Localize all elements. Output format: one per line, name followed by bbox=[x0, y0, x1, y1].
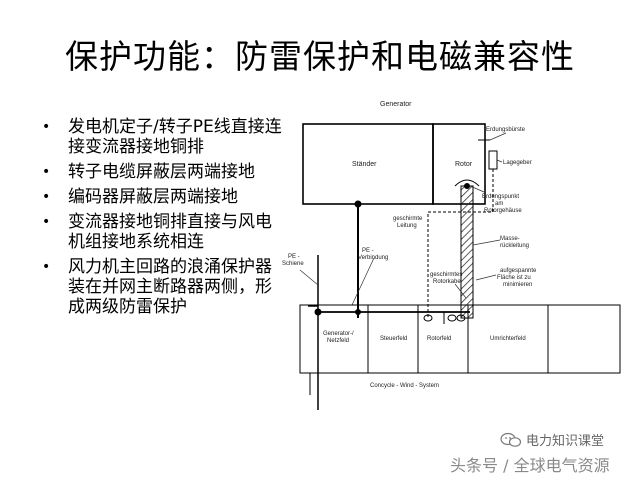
label-pe-schiene-1: PE - bbox=[288, 254, 300, 260]
label-pe-verbindung-2: Verbindung bbox=[358, 255, 388, 261]
rotor-shaft bbox=[460, 185, 474, 319]
bullet-item: • 转子电缆屏蔽层两端接地 bbox=[42, 162, 282, 182]
label-erdungspunkt-3: Rotorgehäuse bbox=[484, 208, 522, 214]
label-flaeche-1: aufgespannte bbox=[500, 268, 537, 274]
label-steuerfeld: Steuerfeld bbox=[380, 336, 407, 342]
pe-schiene-leader bbox=[299, 269, 319, 286]
label-rotorkabel-1: geschirmtes bbox=[430, 272, 462, 278]
watermark: 电力知识课堂 头条号 / 全球电气资源 bbox=[450, 430, 640, 480]
label-lagegeber: Lagegeber bbox=[503, 160, 532, 166]
bullet-item: • 编码器屏蔽层两端接地 bbox=[42, 187, 282, 207]
bullet-list: • 发电机定子/转子PE线直接连接变流器接地铜排 • 转子电缆屏蔽层两端接地 • 编码… bbox=[42, 117, 282, 322]
brush-leader bbox=[489, 132, 507, 141]
bullet-item: • 发电机定子/转子PE线直接连接变流器接地铜排 bbox=[42, 117, 282, 157]
label-erdungspunkt-2: am bbox=[495, 201, 503, 207]
wechat-logo-icon bbox=[500, 432, 522, 447]
bullet-dot-icon: • bbox=[42, 119, 51, 135]
label-geschirmte-1: geschirmte bbox=[393, 216, 423, 222]
label-generator: Generator bbox=[380, 101, 412, 108]
label-staender: Ständer bbox=[352, 161, 377, 168]
shielded-line bbox=[427, 169, 494, 318]
bullet-item: • 风力机主回路的浪涌保护器装在并网主断路器两侧，形成两级防雷保护 bbox=[42, 257, 282, 317]
label-pe-schiene-2: Schiene bbox=[282, 261, 304, 267]
bullet-text: 风力机主回路的浪涌保护器装在并网主断路器两侧，形成两级防雷保护 bbox=[68, 257, 272, 317]
rotorkabel-leader bbox=[454, 283, 467, 299]
label-rotorfeld: Rotorfeld bbox=[427, 336, 451, 342]
slide-title: 保护功能：防雷保护和电磁兼容性 bbox=[65, 37, 575, 76]
bullet-text: 变流器接地铜排直接与风电机组接地系统相连 bbox=[68, 212, 272, 252]
label-generator-netzfeld-2: Netzfeld bbox=[327, 338, 349, 344]
flaeche-leader bbox=[475, 274, 497, 281]
rotor-box bbox=[432, 123, 486, 205]
shield-clamp-1 bbox=[423, 314, 433, 322]
label-pe-verbindung-1: PE - bbox=[362, 248, 374, 254]
label-flaeche-2: Fläche ist zu bbox=[497, 275, 531, 281]
stator-pe-dot bbox=[354, 200, 362, 208]
label-geschirmte-2: Leitung bbox=[397, 223, 417, 229]
bullet-dot-icon: • bbox=[42, 259, 51, 275]
bullet-dot-icon: • bbox=[42, 189, 51, 205]
ground-point-leader bbox=[469, 185, 485, 193]
ground-point-dot bbox=[464, 183, 470, 189]
label-erdungspunkt-1: Erdungspunkt bbox=[482, 194, 519, 200]
encoder-box bbox=[488, 150, 498, 170]
bullet-item: • 变流器接地铜排直接与风电机组接地系统相连 bbox=[42, 212, 282, 252]
shield-clamp-3 bbox=[456, 314, 466, 322]
watermark-source: 头条号 / 全球电气资源 bbox=[450, 456, 610, 475]
label-flaeche-3: minimieren bbox=[503, 282, 532, 288]
pe-junction-dot bbox=[355, 309, 361, 315]
label-system: Concycle - Wind - System bbox=[370, 383, 439, 389]
bullet-text: 编码器屏蔽层两端接地 bbox=[68, 187, 238, 207]
bullet-text: 发电机定子/转子PE线直接连接变流器接地铜排 bbox=[68, 117, 282, 157]
bullet-dot-icon: • bbox=[42, 214, 51, 230]
bullet-dot-icon: • bbox=[42, 164, 51, 180]
label-umrichterfeld: Umrichterfeld bbox=[490, 336, 526, 342]
rotor-loop bbox=[454, 179, 480, 187]
label-masse-2: rückleitung bbox=[500, 243, 529, 249]
label-masse-1: Masse- bbox=[500, 236, 520, 242]
label-generator-netzfeld-1: Generator-/ bbox=[323, 331, 354, 337]
label-rotorkabel-2: Rotorkabel bbox=[433, 279, 462, 285]
cabinet-outer bbox=[299, 304, 621, 374]
pe-verbindung-leader bbox=[351, 257, 375, 306]
shield-clamp-2 bbox=[447, 314, 457, 322]
encoder-leader bbox=[496, 159, 503, 163]
grounding-diagram: Generator Ständer Rotor Lagegeber Erdung… bbox=[282, 101, 621, 410]
masse-leader bbox=[472, 239, 501, 246]
watermark-account-name: 电力知识课堂 bbox=[526, 434, 605, 449]
bullet-text: 转子电缆屏蔽层两端接地 bbox=[68, 162, 255, 182]
label-erdungsbuerste: Erdungsbürste bbox=[486, 127, 526, 133]
label-rotor: Rotor bbox=[455, 161, 473, 168]
